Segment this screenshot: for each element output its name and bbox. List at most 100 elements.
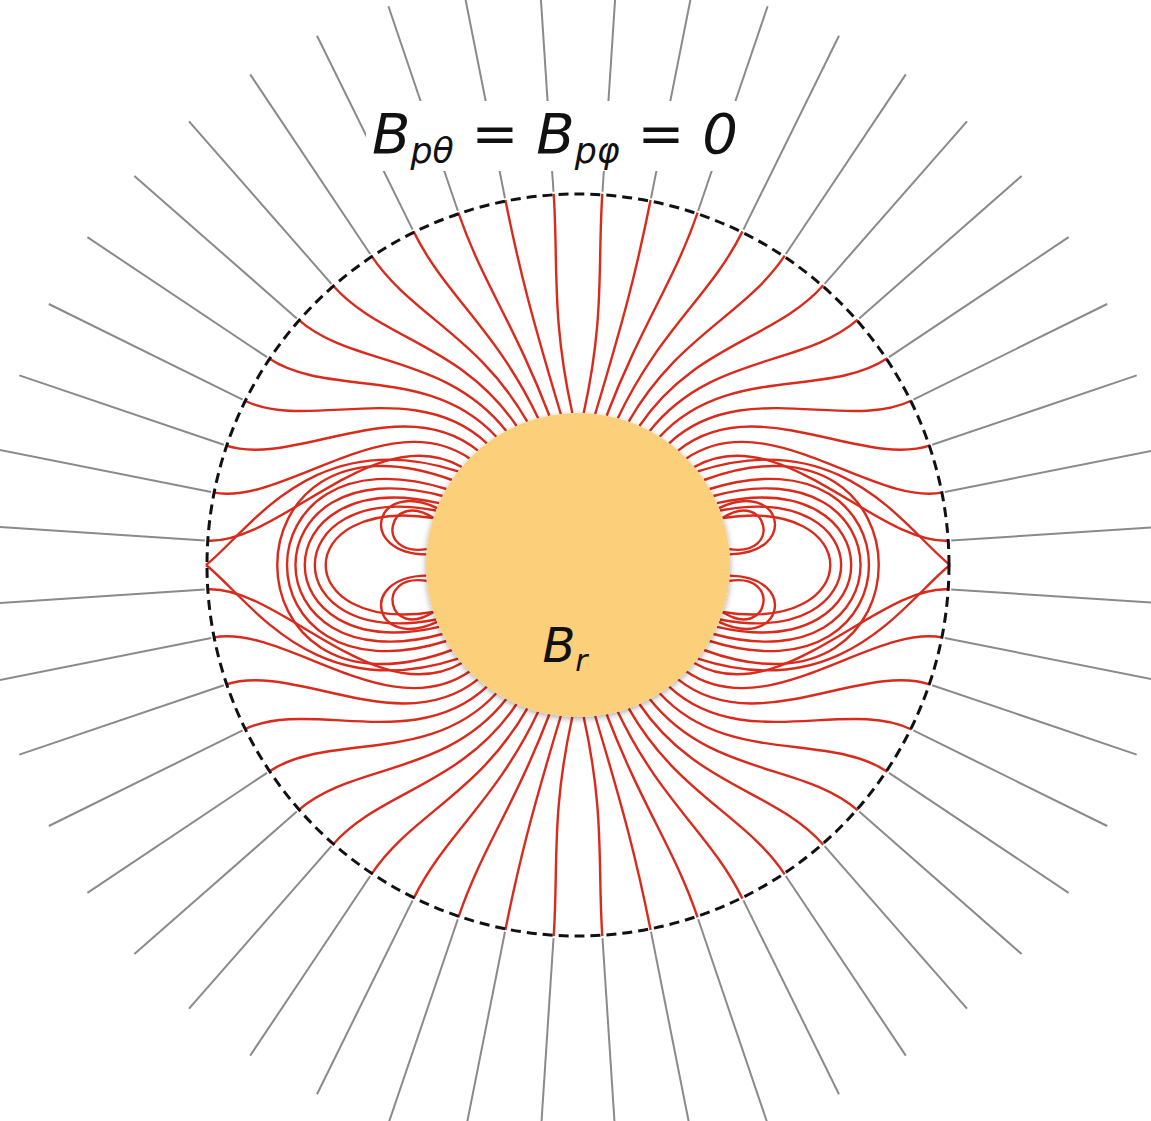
sun-fill [426, 413, 730, 717]
radial-line [743, 900, 839, 1094]
closed-loop [704, 466, 879, 664]
radial-line [250, 876, 370, 1056]
radial-line [250, 74, 370, 254]
source-surface-outline [207, 194, 949, 936]
closed-loop [326, 516, 434, 615]
radial-line [0, 450, 211, 492]
radial-line [945, 450, 1151, 492]
radial-field-label: Br [542, 617, 587, 678]
open-field-line [629, 708, 785, 874]
open-field-line [650, 320, 858, 431]
radial-line [0, 590, 205, 604]
open-field-line [371, 256, 527, 422]
radial-line [317, 900, 413, 1094]
open-field-line [669, 687, 912, 730]
radial-line [698, 919, 767, 1121]
radial-line [49, 730, 243, 826]
cusp-line [698, 460, 950, 565]
open-field-line [298, 699, 506, 810]
radial-line [189, 846, 331, 1008]
radial-line [743, 36, 839, 230]
open-field-line [505, 200, 560, 414]
radial-line [0, 526, 205, 540]
open-field-line [244, 687, 487, 730]
closed-loop [287, 479, 446, 651]
closed-loop [305, 498, 439, 633]
radial-line [932, 375, 1136, 444]
boundary-condition-label: Bpθ = Bpφ = 0 [366, 101, 744, 171]
radial-line [859, 176, 1021, 318]
radial-line [889, 237, 1069, 357]
open-field-line [226, 679, 478, 703]
small-loop [392, 511, 433, 550]
cusp-line [698, 565, 950, 670]
open-field-line [639, 704, 823, 845]
source-surface: Bpθ = Bpφ = 0Br [206, 193, 950, 937]
open-field-line [505, 716, 560, 930]
radial-line [825, 121, 967, 283]
radial-line [786, 74, 906, 254]
small-loop [723, 580, 764, 619]
sun-disk: Br [426, 413, 730, 717]
radial-line [134, 176, 296, 318]
open-field-line [584, 717, 603, 936]
open-field-line [595, 200, 650, 414]
open-field-line [414, 712, 539, 899]
open-field-line [554, 717, 573, 936]
open-field-line [618, 231, 743, 418]
radial-line [889, 773, 1069, 893]
coronal-field-lines [206, 194, 950, 936]
open-field-line [669, 401, 912, 444]
radial-line [134, 812, 296, 954]
open-field-line [226, 427, 478, 451]
open-field-line [678, 427, 930, 451]
open-field-line [244, 401, 487, 444]
radial-line [19, 685, 224, 754]
open-field-line [595, 716, 650, 930]
radial-line [651, 932, 693, 1121]
open-field-line [678, 679, 930, 703]
open-field-line [584, 194, 603, 413]
radial-line [932, 685, 1136, 754]
radial-line [913, 304, 1107, 400]
open-field-line [333, 704, 517, 845]
closed-loop [277, 466, 452, 664]
radial-line [951, 590, 1151, 604]
radial-line [463, 932, 505, 1121]
closed-loop [295, 488, 442, 641]
radial-line [87, 773, 267, 893]
radial-line [189, 121, 331, 283]
radial-line [913, 730, 1107, 826]
small-loop [392, 580, 433, 619]
radial-line [603, 938, 617, 1121]
cusp-line [206, 460, 458, 565]
closed-loop [710, 479, 869, 651]
closed-loop [717, 498, 851, 633]
small-loop [723, 511, 764, 550]
radial-line [825, 846, 967, 1008]
radial-line [19, 375, 224, 444]
open-field-line [629, 256, 785, 422]
radial-line [388, 919, 457, 1121]
open-field-line [607, 714, 698, 917]
radial-line [945, 638, 1151, 680]
radial-line [87, 237, 267, 357]
open-field-line [371, 708, 527, 874]
open-field-line [639, 285, 823, 426]
open-field-line [458, 213, 549, 416]
closed-loop [315, 507, 436, 624]
open-field-line [650, 699, 858, 810]
open-field-line [333, 285, 517, 426]
radial-line [539, 938, 553, 1121]
radial-line [0, 638, 211, 680]
radial-line [951, 526, 1151, 540]
open-field-line [554, 194, 573, 413]
open-field-line [298, 320, 506, 431]
closed-loop [723, 516, 831, 615]
radial-line [49, 304, 243, 400]
closed-loop [713, 488, 860, 641]
cusp-line [206, 565, 458, 670]
radial-line [786, 876, 906, 1056]
